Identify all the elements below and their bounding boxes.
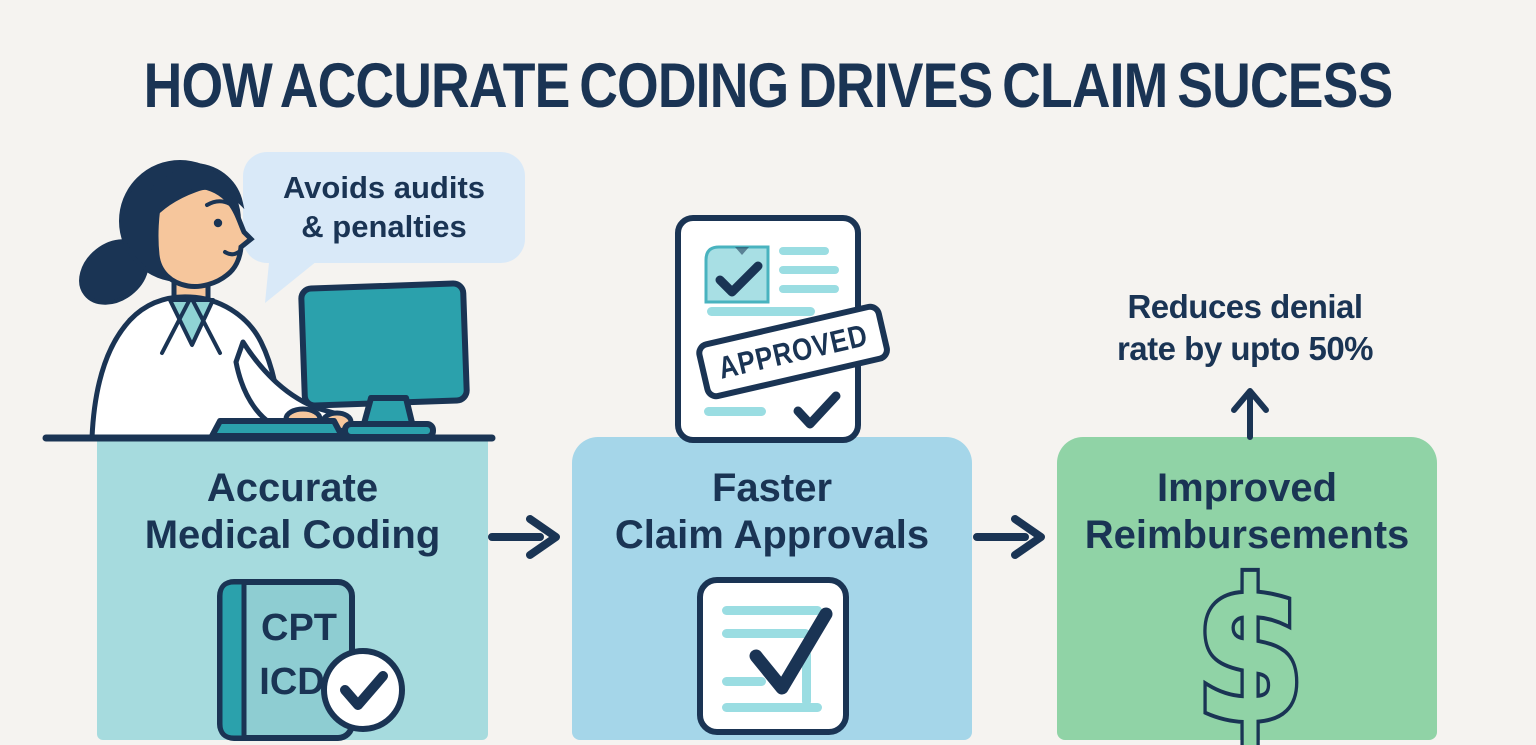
keyboard	[209, 418, 345, 439]
doc-text-line	[704, 407, 766, 416]
step-label-line: Faster	[711, 466, 833, 510]
mouth	[223, 249, 242, 257]
doc-text-line	[779, 247, 829, 255]
approved-stamp-label: APPROVED	[715, 317, 871, 385]
doc-text-line	[779, 285, 839, 293]
arm-sleeve	[233, 339, 351, 437]
shirt-collar	[168, 298, 215, 347]
step-box-improved-reimbursements: Improved Reimbursements	[1057, 437, 1437, 740]
denial-rate-annotation: Reduces denial rate by upto 50%	[1095, 286, 1395, 370]
speech-bubble-line-2: & penalties	[301, 208, 467, 244]
doc-text-line	[707, 307, 815, 316]
step-label-line: Reimbursements	[1084, 513, 1410, 558]
attachment-note	[704, 245, 770, 304]
step-label-line: Improved	[1156, 466, 1338, 510]
doc-checkmark	[793, 391, 841, 429]
step-label-line: Medical Coding	[144, 513, 441, 558]
lab-coat	[89, 294, 285, 441]
step-label-line: Claim Approvals	[614, 513, 930, 558]
eye	[213, 218, 223, 228]
doc-text-line	[779, 266, 839, 274]
annotation-line-2: rate by upto 50%	[1116, 330, 1374, 368]
computer-monitor	[298, 280, 470, 440]
note-fold	[735, 247, 749, 255]
ponytail-hair	[79, 239, 149, 305]
annotation-line-1: Reduces denial	[1127, 288, 1363, 325]
approved-document-icon: APPROVED	[675, 215, 890, 443]
lapel-lines	[160, 297, 222, 355]
arrow-to-annotation	[1231, 388, 1269, 440]
speech-bubble-line-1: Avoids audits	[282, 169, 486, 205]
step-label-line: Accurate	[206, 466, 379, 510]
step-box-accurate-medical-coding: Accurate Medical Coding	[97, 437, 488, 740]
hand	[283, 406, 323, 432]
step-box-faster-claim-approvals: Faster Claim Approvals	[572, 437, 972, 740]
arrow-step1-to-step2	[488, 515, 560, 559]
page-title: HOW ACCURATE CODING DRIVES CLAIM SUCESS	[143, 51, 1394, 121]
arrow-step2-to-step3	[973, 515, 1045, 559]
head-hair	[119, 160, 241, 282]
hand	[320, 410, 354, 434]
neck	[171, 273, 211, 309]
face	[153, 183, 255, 289]
approved-stamp: APPROVED	[696, 303, 890, 400]
eyebrow	[205, 199, 232, 207]
speech-bubble: Avoids audits & penalties	[243, 152, 525, 263]
hair-fringe	[147, 162, 245, 225]
